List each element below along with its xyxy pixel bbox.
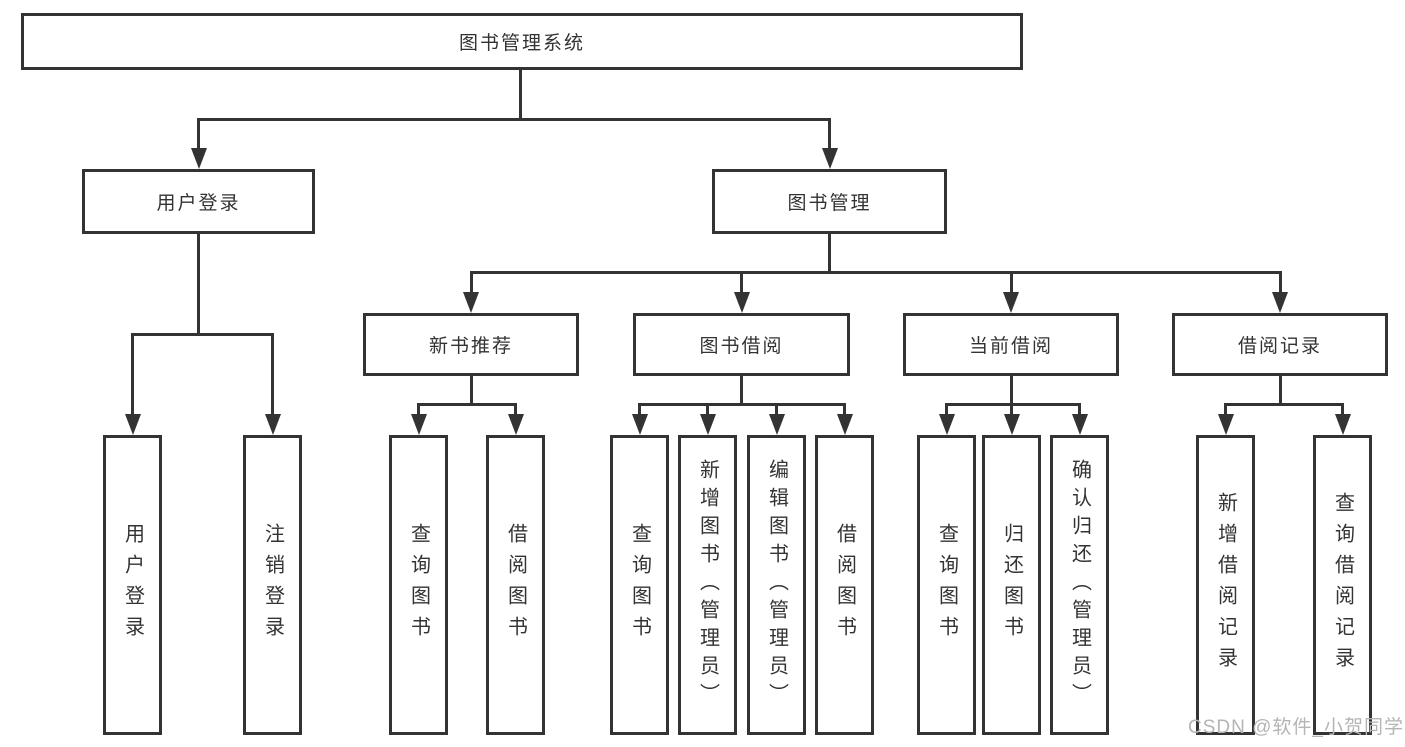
connector-line xyxy=(1010,403,1013,417)
arrowhead-icon xyxy=(631,414,648,435)
connector-line xyxy=(1078,403,1081,417)
arrowhead-icon xyxy=(1071,414,1088,435)
arrowhead-icon xyxy=(699,414,716,435)
node-book-management: 图书管理 xyxy=(712,169,947,234)
arrowhead-icon xyxy=(264,414,281,435)
connector-line xyxy=(469,271,473,295)
connector-line xyxy=(740,375,743,406)
connector-line xyxy=(775,403,778,417)
arrowhead-icon xyxy=(836,414,853,435)
arrowhead-icon xyxy=(938,414,955,435)
node-user-login: 用户登录 xyxy=(82,169,315,234)
connector-line xyxy=(197,118,831,121)
connector-line xyxy=(740,271,743,295)
connector-line xyxy=(197,233,200,336)
connector-line xyxy=(1278,271,1282,295)
connector-line xyxy=(1009,375,1013,406)
connector-line xyxy=(638,403,846,406)
leaf-borrow-books-1: 借阅图书 xyxy=(486,435,545,735)
arrowhead-icon xyxy=(1003,414,1020,435)
arrowhead-icon xyxy=(768,414,785,435)
arrowhead-icon xyxy=(410,414,427,435)
connector-line xyxy=(843,403,846,417)
connector-line xyxy=(417,403,420,417)
leaf-add-book-admin: 新增图书（管理员） xyxy=(678,435,737,735)
leaf-query-books-3: 查询图书 xyxy=(917,435,976,735)
leaf-borrow-books-2: 借阅图书 xyxy=(815,435,874,735)
leaf-user-login: 用户登录 xyxy=(103,435,162,735)
node-root: 图书管理系统 xyxy=(21,13,1023,70)
connector-line xyxy=(945,403,1081,406)
connector-line xyxy=(514,403,517,417)
arrowhead-icon xyxy=(821,148,838,169)
connector-line xyxy=(469,271,1281,274)
connector-line xyxy=(1224,403,1227,417)
leaf-add-borrow-record: 新增借阅记录 xyxy=(1196,435,1255,735)
arrowhead-icon xyxy=(124,414,141,435)
leaf-query-books-1: 查询图书 xyxy=(389,435,448,735)
connector-line xyxy=(131,333,274,336)
connector-line xyxy=(417,403,517,406)
connector-line xyxy=(131,333,134,416)
connector-line xyxy=(197,118,200,151)
watermark: CSDN @软件_小贺同学 xyxy=(1188,717,1404,738)
connector-line xyxy=(469,375,473,406)
leaf-confirm-return-admin: 确认归还（管理员） xyxy=(1050,435,1109,735)
arrowhead-icon xyxy=(507,414,524,435)
connector-line xyxy=(519,69,522,121)
node-borrow-records: 借阅记录 xyxy=(1172,313,1388,376)
connector-line xyxy=(1009,271,1013,295)
leaf-logout: 注销登录 xyxy=(243,435,302,735)
connector-line xyxy=(706,403,709,417)
connector-line xyxy=(828,118,831,151)
leaf-edit-book-admin: 编辑图书（管理员） xyxy=(747,435,806,735)
leaf-return-book: 归还图书 xyxy=(982,435,1041,735)
node-new-book-recommend: 新书推荐 xyxy=(363,313,579,376)
arrowhead-icon xyxy=(733,292,750,313)
arrowhead-icon xyxy=(1217,414,1234,435)
node-current-borrow: 当前借阅 xyxy=(903,313,1119,376)
connector-line xyxy=(828,233,831,274)
connector-line xyxy=(1278,375,1282,406)
arrowhead-icon xyxy=(190,148,207,169)
arrowhead-icon xyxy=(1272,292,1288,313)
node-book-borrow: 图书借阅 xyxy=(633,313,850,376)
connector-line xyxy=(1341,403,1344,417)
arrowhead-icon xyxy=(1003,292,1019,313)
arrowhead-icon xyxy=(463,292,479,313)
leaf-query-borrow-record: 查询借阅记录 xyxy=(1313,435,1372,735)
connector-line xyxy=(945,403,948,417)
connector-line xyxy=(271,333,274,416)
connector-line xyxy=(1224,403,1344,406)
leaf-query-books-2: 查询图书 xyxy=(610,435,669,735)
connector-line xyxy=(638,403,641,417)
arrowhead-icon xyxy=(1334,414,1351,435)
